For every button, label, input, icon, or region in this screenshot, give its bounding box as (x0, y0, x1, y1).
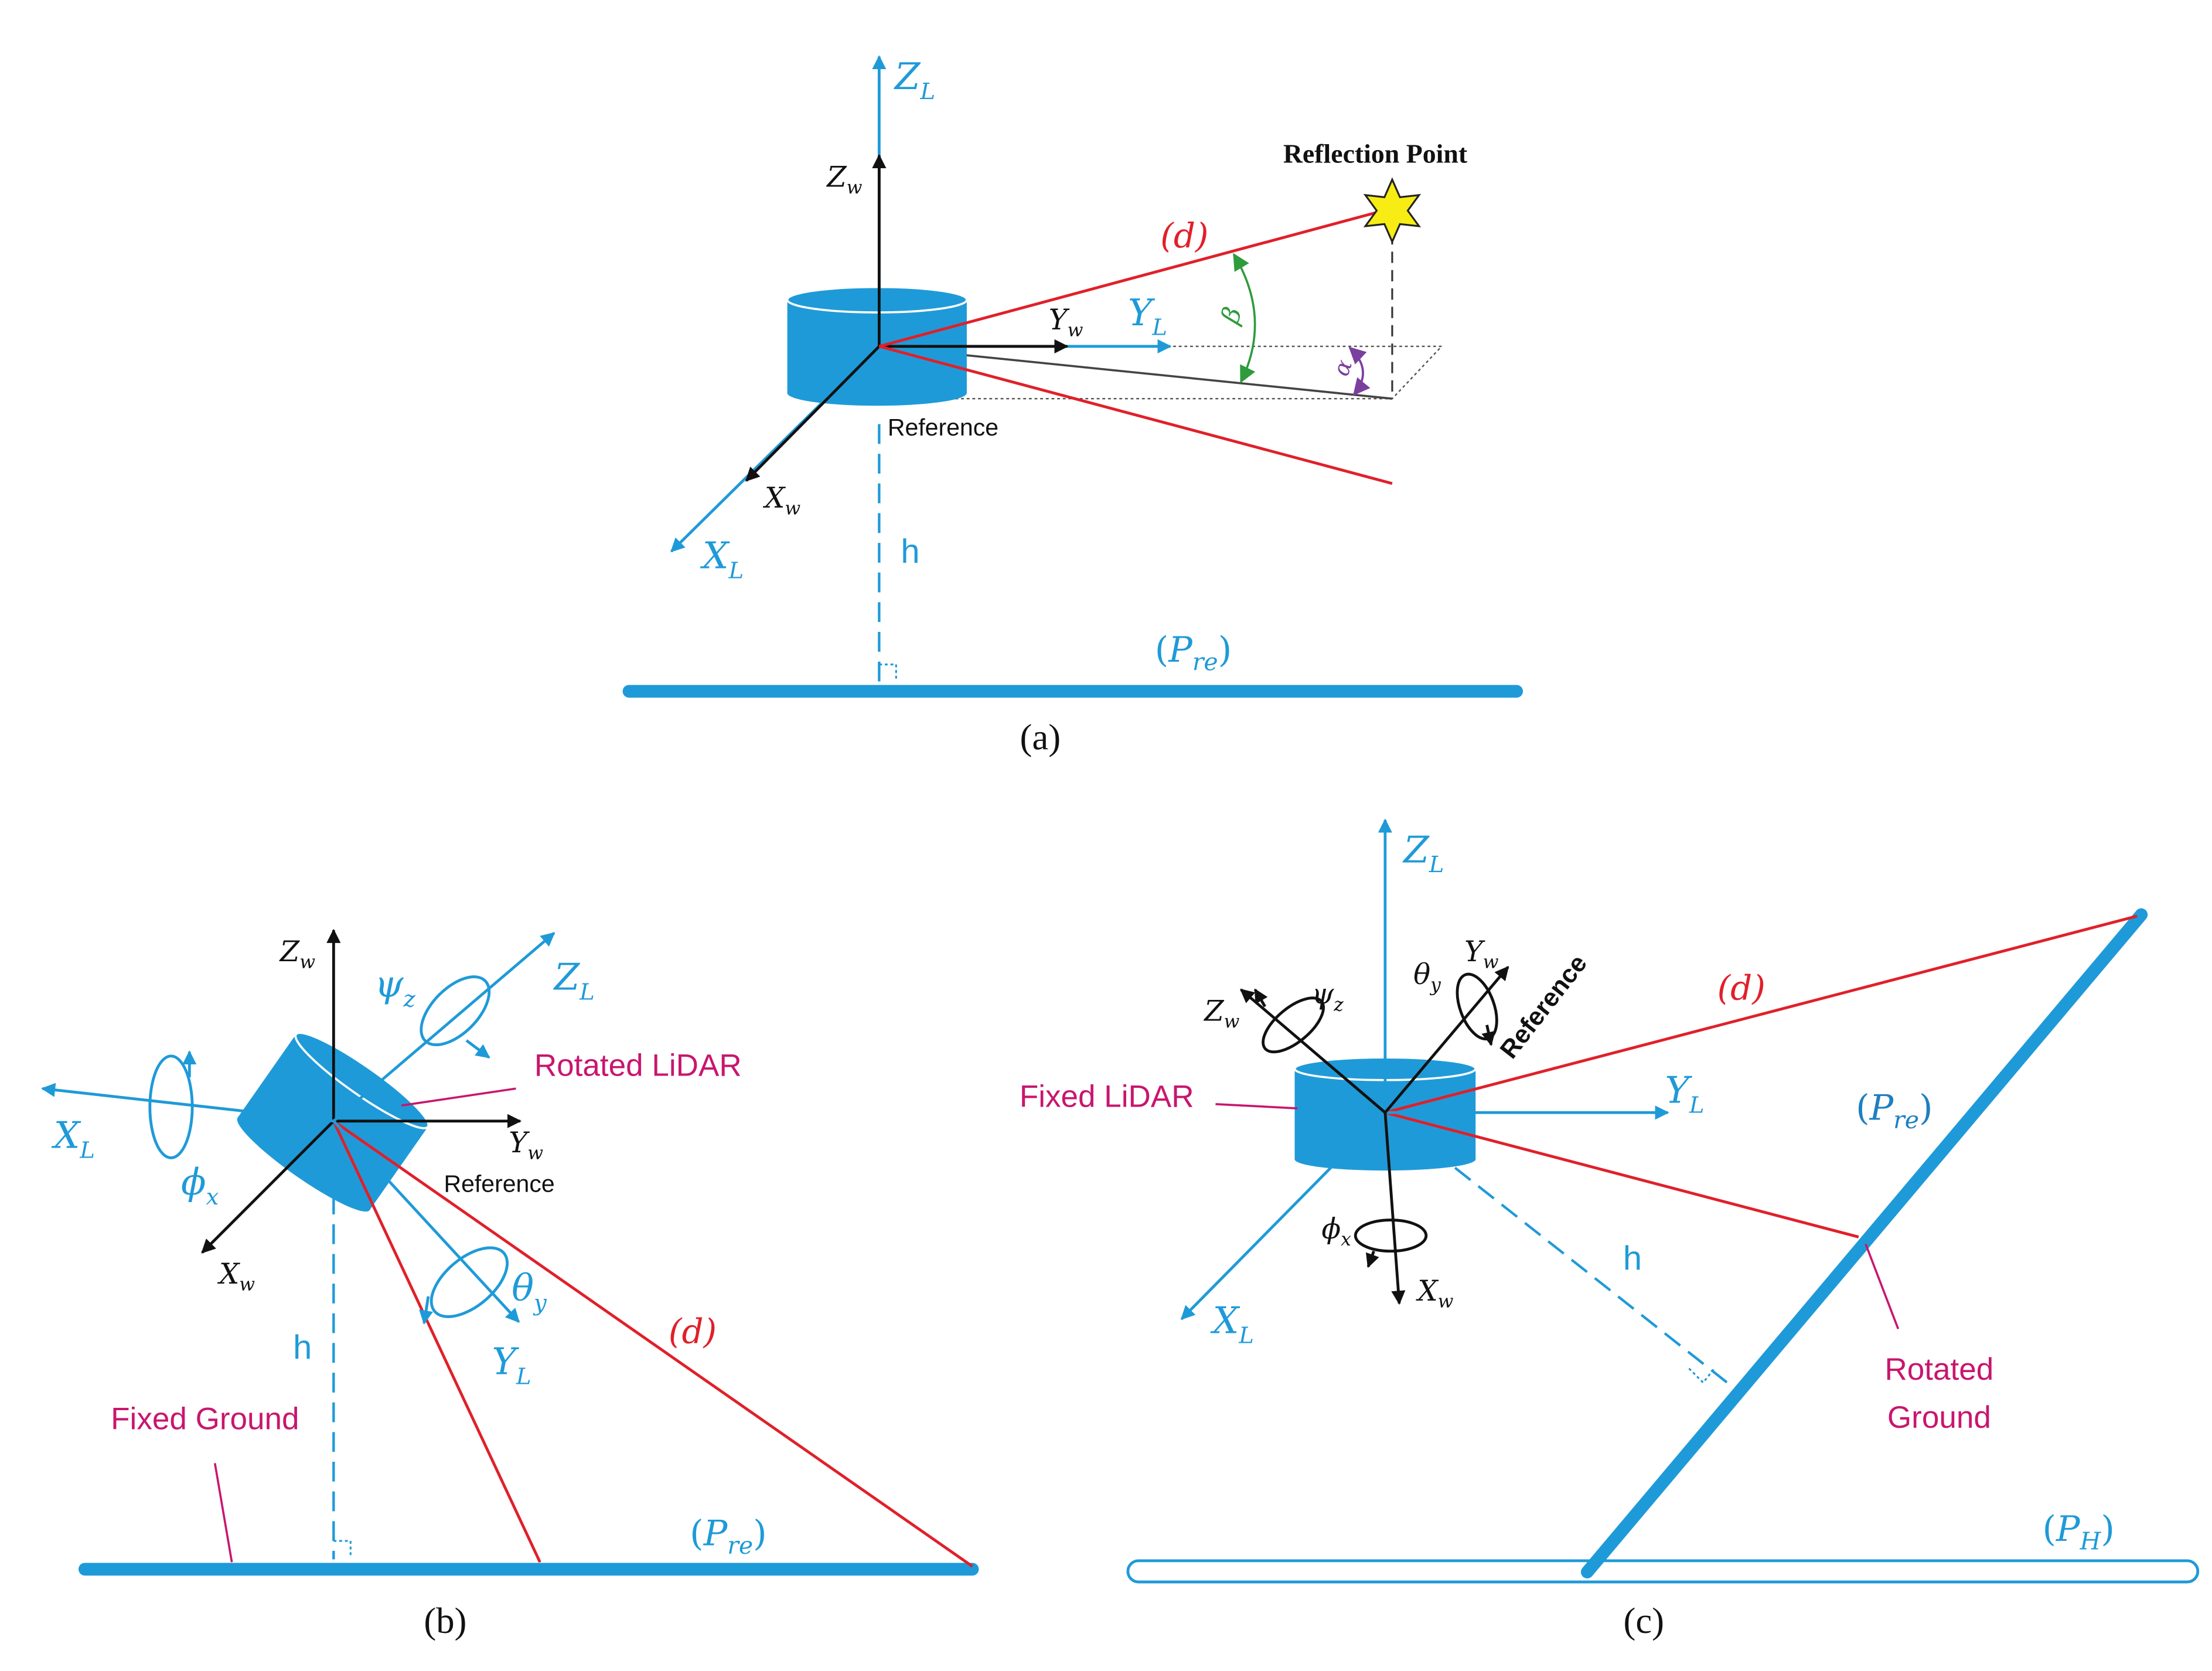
reference-label-c: Reference (1495, 949, 1593, 1064)
reflection-point-label: Reflection Point (1283, 138, 1468, 168)
rotation-theta-label: θy (512, 1267, 547, 1316)
angle-beta-label: β (1215, 304, 1248, 329)
right-angle-mark-c (1688, 1367, 1716, 1384)
axis-label-ZL-c: ZL (1402, 828, 1444, 878)
rotation-theta-icon (419, 1246, 509, 1325)
plane-re-label-c: (Pre) (1856, 1087, 1933, 1134)
axis-label-XL-b: XL (51, 1114, 95, 1164)
axis-label-ZL-a: ZL (894, 55, 935, 105)
panel-b: Zw ZL Yw YL Xw XL ψz ϕx θy Rotated LiDAR… (41, 928, 979, 1641)
angle-alpha-arc (1348, 346, 1371, 396)
caption-c: (c) (1623, 1600, 1664, 1641)
plane-label-a: (Pre) (1155, 629, 1232, 676)
rotation-phi-label: ϕx (181, 1160, 219, 1210)
axis-label-Yw-b: Yw (509, 1127, 543, 1164)
axis-label-Xw-a: Xw (762, 482, 800, 519)
reflection-point-star-icon (1363, 177, 1422, 244)
horizontal-plane-c (1126, 1559, 2200, 1584)
rotated-lidar-leader (401, 1087, 516, 1107)
beam-long-b (332, 1119, 973, 1568)
axis-Xw-c (1383, 1112, 1406, 1305)
caption-b: (b) (424, 1600, 466, 1641)
beam-short-b (332, 1120, 541, 1563)
angle-alpha-label: α (1328, 356, 1358, 380)
fixed-lidar-label: Fixed LiDAR (1020, 1080, 1194, 1114)
plane-label-b: (Pre) (690, 1513, 767, 1559)
rotation-psi-icon-c (1253, 988, 1325, 1054)
panel-a: Reflection Point (d) Reference h β α ZL … (622, 55, 1523, 757)
axis-Xw-b (201, 1120, 335, 1254)
axis-label-ZL-b: ZL (553, 955, 595, 1005)
axis-label-Xw-c: Xw (1415, 1275, 1453, 1312)
axis-ZL-b (332, 932, 555, 1122)
beam-lower-a (878, 345, 1393, 485)
axis-YL-b (332, 1120, 520, 1323)
axis-XL-c (1180, 1111, 1386, 1321)
axis-label-YL-c: YL (1665, 1068, 1704, 1118)
plane-h-label-c: (PH) (2042, 1509, 2114, 1555)
axis-label-Yw-a: Yw (1049, 304, 1083, 341)
axis-label-YL-b: YL (492, 1340, 531, 1390)
rotated-ground-label-line2: Ground (1887, 1400, 1991, 1435)
axis-label-XL-c: XL (1210, 1299, 1254, 1349)
fixed-ground-label: Fixed Ground (111, 1402, 299, 1437)
angle-beta-arc (1233, 253, 1256, 383)
rotated-ground-leader (1865, 1243, 1900, 1329)
reference-label-a: Reference (888, 414, 998, 441)
rotated-lidar-label: Rotated LiDAR (534, 1049, 742, 1083)
distance-label-b: (d) (669, 1311, 717, 1351)
rotated-ground-plane-c (1580, 908, 2148, 1579)
axis-label-Xw-b: Xw (217, 1258, 255, 1295)
axis-label-Zw-c: Zw (1203, 995, 1240, 1032)
axis-label-Yw-c: Yw (1464, 935, 1499, 973)
beam-long-c (1385, 914, 2138, 1114)
height-label-a: h (901, 533, 919, 570)
distance-label-c: (d) (1717, 968, 1765, 1008)
axis-label-Zw-a: Zw (826, 161, 863, 198)
rotation-psi-label: ψz (374, 962, 415, 1012)
axis-XL-b (41, 1083, 334, 1123)
rotation-psi-label-c: ψz (1311, 978, 1344, 1016)
axis-label-XL-a: XL (700, 535, 744, 584)
fixed-ground-leader (213, 1463, 233, 1563)
axis-label-Zw-b: Zw (279, 935, 316, 973)
right-angle-mark-b (333, 1540, 352, 1558)
fixed-lidar-leader (1215, 1102, 1298, 1110)
rotation-phi-icon-c (1354, 1219, 1428, 1268)
beam-short-c (1385, 1111, 1859, 1238)
rotation-phi-label-c: ϕx (1321, 1213, 1351, 1250)
rotated-ground-label-line1: Rotated (1884, 1352, 1993, 1387)
rotation-psi-icon (420, 975, 491, 1059)
right-angle-mark-a (879, 663, 897, 682)
height-label-b: h (293, 1329, 312, 1366)
axis-Xw-a (745, 345, 881, 482)
beam-to-reflection-a (878, 210, 1379, 348)
height-label-c: h (1623, 1240, 1642, 1277)
axis-Zw-c (1240, 988, 1386, 1114)
axis-label-YL-a: YL (1128, 291, 1167, 341)
rotation-theta-label-c: θy (1413, 958, 1441, 996)
caption-a: (a) (1020, 716, 1061, 757)
panel-c: ZL YL XL Zw Yw Xw ψz θy ϕx Reference Fix… (1020, 818, 2200, 1641)
distance-label-a: (d) (1160, 216, 1208, 256)
reference-label-b: Reference (444, 1170, 554, 1197)
rotation-phi-icon (148, 1050, 197, 1159)
rotation-theta-icon-c (1456, 972, 1498, 1046)
